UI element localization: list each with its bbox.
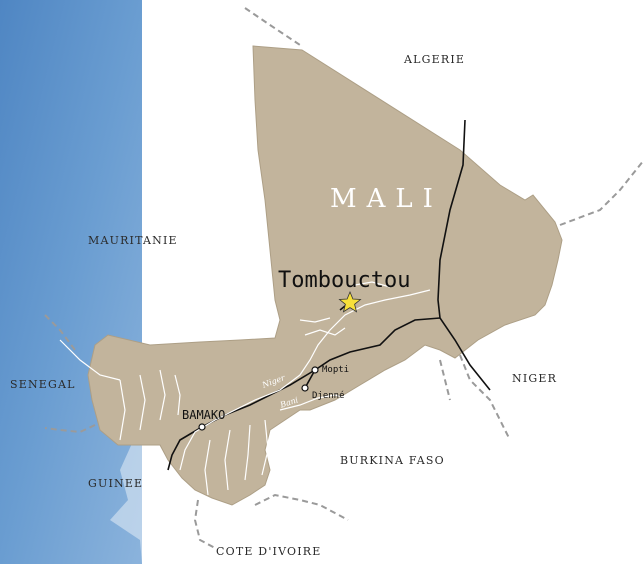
neighbor-label-niger: NIGER <box>512 372 558 385</box>
neighbor-label-burkina: BURKINA FASO <box>340 454 445 467</box>
mopti-marker-icon <box>311 366 319 374</box>
mali-territory <box>87 45 563 506</box>
country-label-mali: MALI <box>330 184 443 214</box>
city-label-mopti: Mopti <box>322 365 350 375</box>
neighbor-label-algeria: ALGERIE <box>404 53 466 66</box>
djenne-marker-icon <box>301 384 309 392</box>
neighbor-label-senegal: SENEGAL <box>10 378 76 391</box>
bamako-marker-icon <box>198 423 206 431</box>
ocean-area <box>0 0 142 564</box>
neighbor-label-mauritania: MAURITANIE <box>88 234 178 247</box>
city-label-djenne: Djenné <box>312 391 345 401</box>
neighbor-borders <box>44 7 644 549</box>
neighbor-label-ivory-coast: COTE D'IVOIRE <box>216 545 322 558</box>
star-icon <box>338 290 362 313</box>
city-label-timbuktu: Tombouctou <box>278 268 411 293</box>
neighbor-label-guinea: GUINEE <box>88 477 144 490</box>
coast-foam <box>110 380 142 564</box>
city-label-bamako: BAMAKO <box>182 408 226 422</box>
